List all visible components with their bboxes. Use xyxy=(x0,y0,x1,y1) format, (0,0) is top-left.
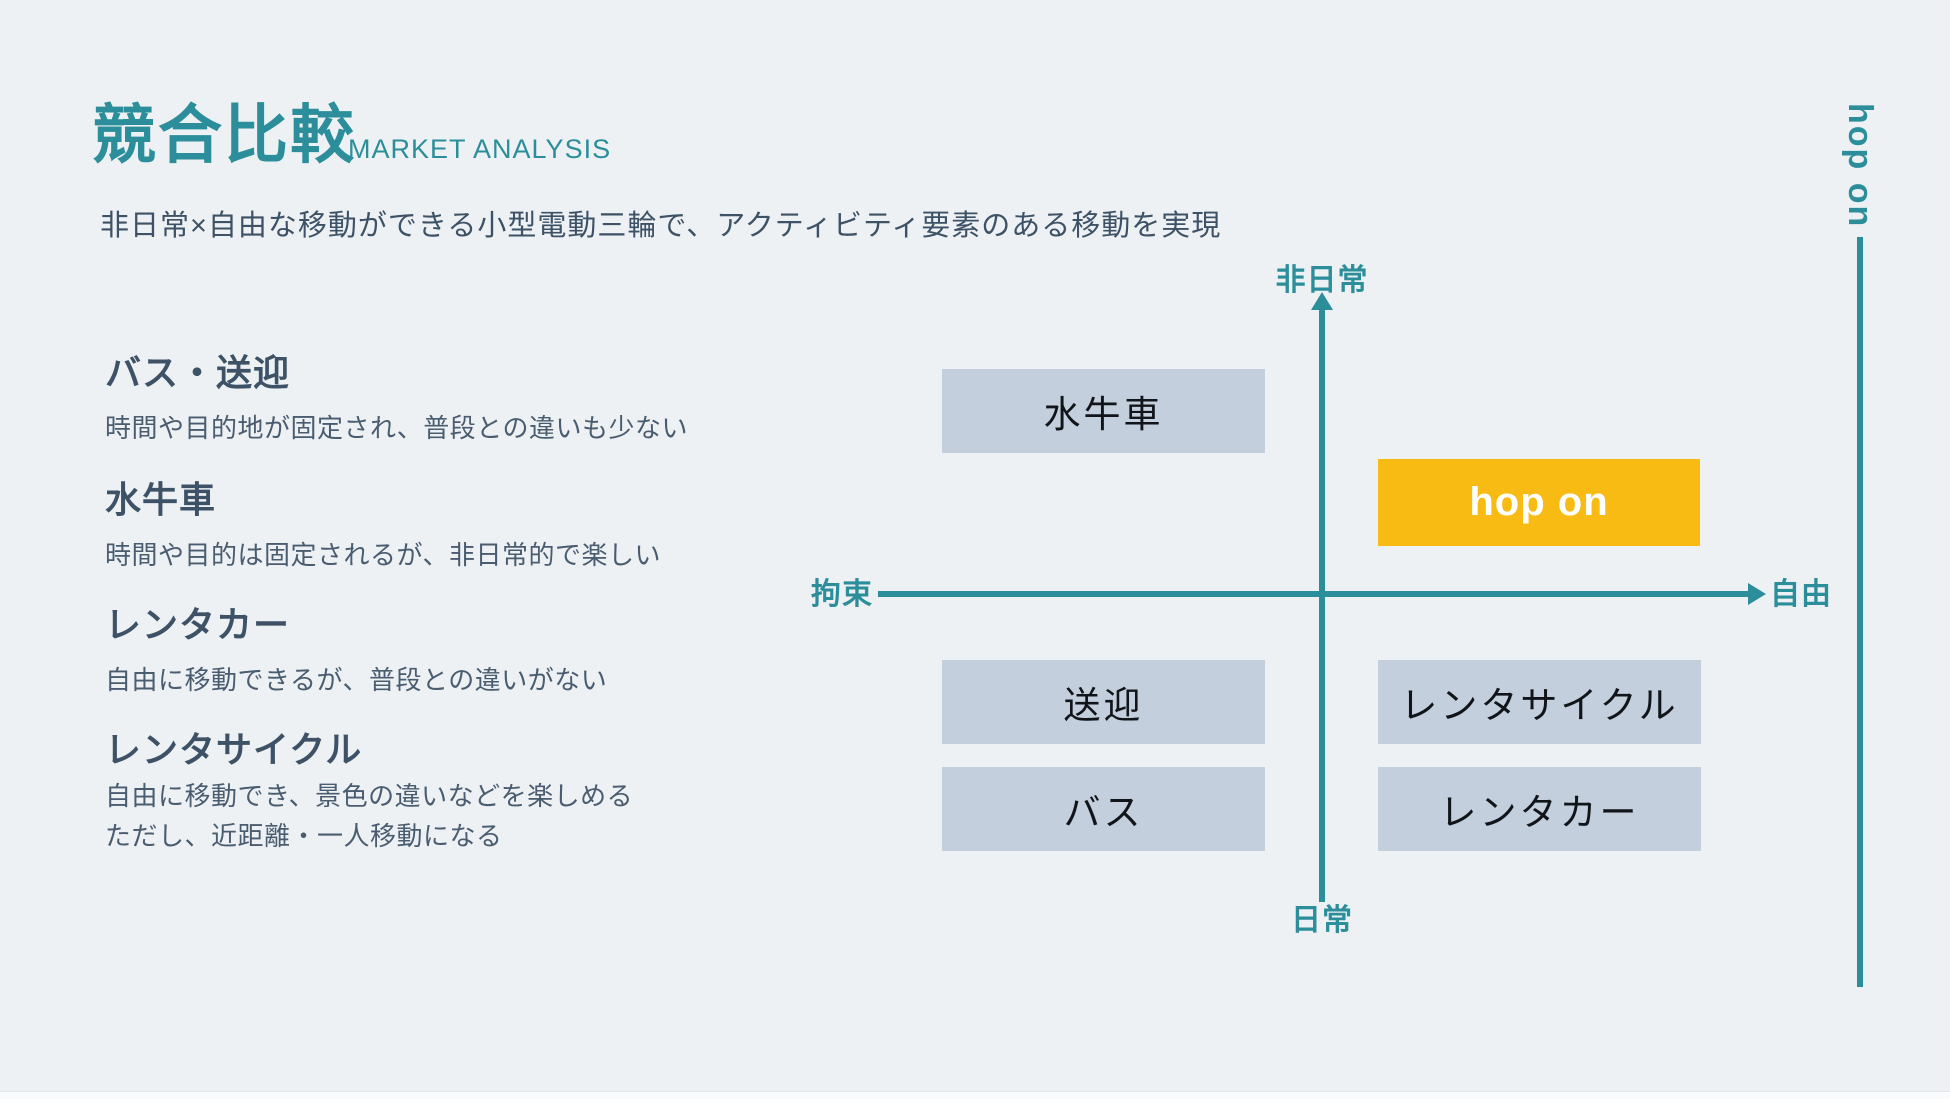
page-subtitle: MARKET ANALYSIS xyxy=(348,134,612,164)
quadrant-box-rentacycle: レンタサイクル xyxy=(1378,660,1701,744)
quadrant-box-rentacar: レンタカー xyxy=(1378,767,1701,851)
page-tagline: 非日常×自由な移動ができる小型電動三輪で、アクティビティ要素のある移動を実現 xyxy=(100,210,1222,242)
competitor-desc-rentacar: 自由に移動できるが、普段との違いがない xyxy=(105,665,608,695)
axis-label-free: 自由 xyxy=(1770,578,1832,611)
axis-label-daily: 日常 xyxy=(1291,904,1353,937)
competitor-desc-suigyusha: 時間や目的は固定されるが、非日常的で楽しい xyxy=(105,540,661,570)
vertical-axis-line xyxy=(1319,306,1325,902)
horizontal-axis-line xyxy=(878,591,1752,597)
side-brand-label: hop on xyxy=(1841,103,1879,229)
side-brand-line xyxy=(1857,237,1863,987)
axis-label-restricted: 拘束 xyxy=(811,578,873,611)
competitor-name-rentacycle: レンタサイクル xyxy=(105,729,363,770)
competitor-name-rentacar: レンタカー xyxy=(105,604,291,645)
arrow-up-icon xyxy=(1311,292,1333,310)
competitor-name-bus-sougei: バス・送迎 xyxy=(105,352,291,393)
arrow-right-icon xyxy=(1748,583,1766,605)
axis-label-extraordinary: 非日常 xyxy=(1275,264,1369,297)
quadrant-box-sougei: 送迎 xyxy=(942,660,1265,744)
quadrant-box-hopon: hop on xyxy=(1378,459,1700,546)
quadrant-box-bus: バス xyxy=(942,767,1265,851)
competitor-desc-bus-sougei: 時間や目的地が固定され、普段との違いも少ない xyxy=(105,413,689,443)
competitor-desc-rentacycle: 自由に移動でき、景色の違いなどを楽しめる ただし、近距離・一人移動になる xyxy=(105,781,634,851)
bottom-edge-strip xyxy=(0,1091,1950,1099)
page-title: 競合比較 xyxy=(92,99,356,171)
competitor-name-suigyusha: 水牛車 xyxy=(105,479,217,520)
quadrant-box-suigyusha: 水牛車 xyxy=(942,369,1265,453)
